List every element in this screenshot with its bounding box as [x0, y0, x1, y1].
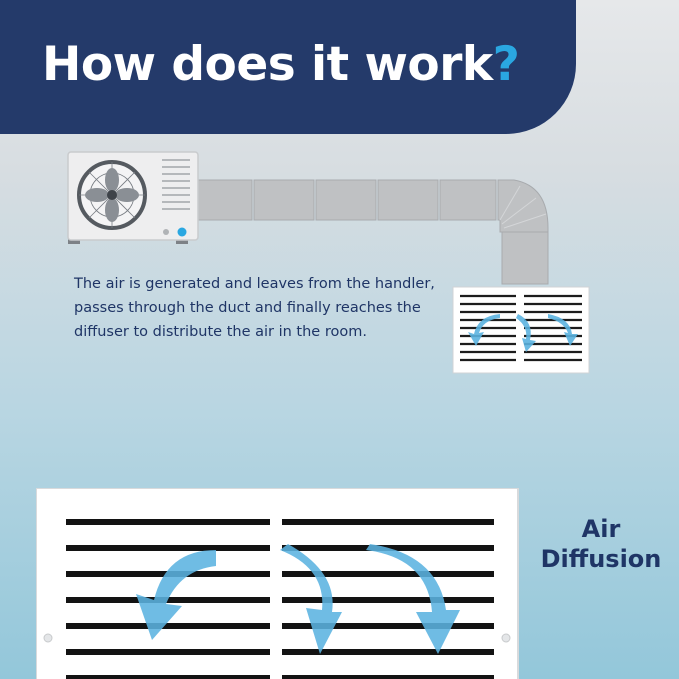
air-diffusion-label-line2: Diffusion	[540, 545, 662, 573]
page-title: How does it work?	[42, 34, 520, 96]
curved-airflow-arrow-icon	[136, 550, 216, 640]
ac-outdoor-unit-icon	[67, 151, 199, 244]
process-description: The air is generated and leaves from the…	[74, 276, 435, 340]
curved-airflow-arrow-icon	[366, 544, 460, 654]
curved-airflow-arrow-icon	[280, 544, 342, 654]
air-diffusion-label: Air Diffusion	[536, 514, 666, 574]
page-title-text: How does it work	[42, 37, 493, 92]
air-diffuser-grille-icon	[36, 488, 519, 679]
air-diffuser-grille-icon-small	[452, 286, 590, 374]
question-mark: ?	[492, 37, 520, 92]
air-diffusion-label-line1: Air	[581, 515, 621, 543]
header-banner: How does it work?	[0, 0, 576, 134]
